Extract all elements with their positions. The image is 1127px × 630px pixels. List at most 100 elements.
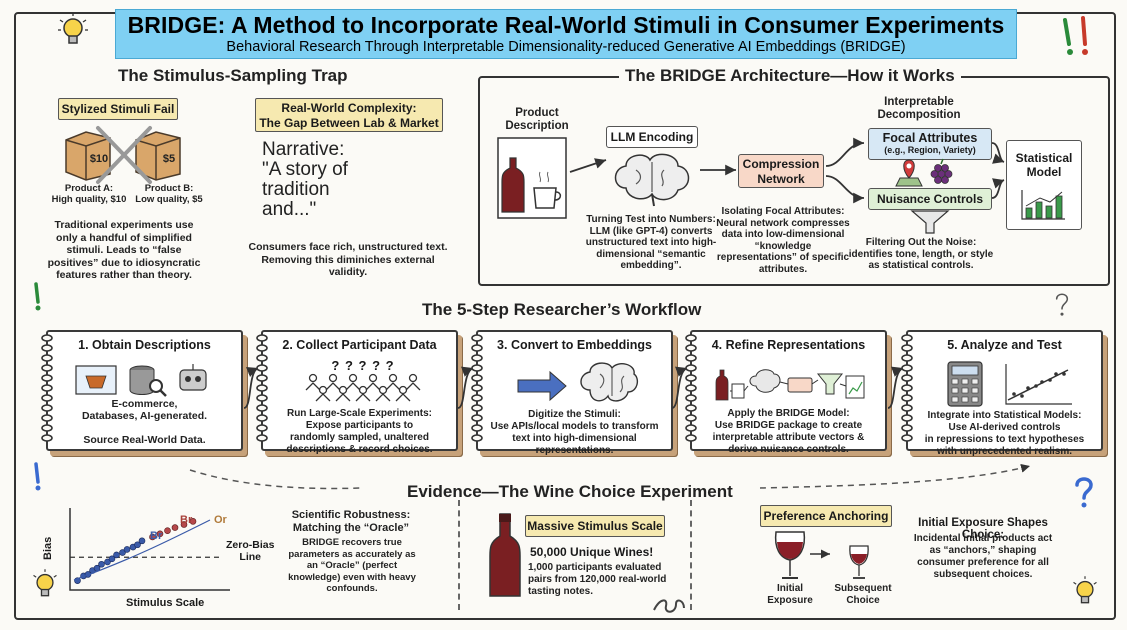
focal-label: Focal Attributes xyxy=(882,131,978,145)
binding-ring xyxy=(685,384,697,392)
evidence-title: Evidence—The Wine Choice Experiment xyxy=(407,482,733,501)
binding-ring xyxy=(41,364,53,372)
statistical-model-node: Statistical Model xyxy=(1006,140,1082,230)
scatter-point-red xyxy=(189,518,197,525)
exclamation-icon xyxy=(34,282,41,311)
binding-ring xyxy=(901,374,913,382)
wine-bottle-icon xyxy=(489,513,521,597)
stylized-caption: Traditional experiments use only a handf… xyxy=(47,219,201,281)
complexity-caption: Consumers face rich, unstructured text. … xyxy=(248,241,448,278)
binding-ring xyxy=(685,414,697,422)
scatter-point-blue xyxy=(98,560,105,568)
product-b-label: Product B: Low quality, $5 xyxy=(135,183,203,205)
product-description-label: Product Description xyxy=(505,107,569,132)
anchoring-title: Initial Exposure Shapes Choice: xyxy=(918,517,1048,541)
exclamation-icon xyxy=(1063,16,1088,55)
binding-ring xyxy=(471,334,483,342)
binding-ring xyxy=(41,394,53,402)
binding-ring xyxy=(685,364,697,372)
workflow-step-5: 5. Analyze and Test Integrate into Stati… xyxy=(906,330,1103,457)
binding-ring xyxy=(471,374,483,382)
database-icons xyxy=(75,364,207,397)
binding-ring xyxy=(901,434,913,442)
binding-ring xyxy=(256,374,268,382)
binding-ring xyxy=(256,434,268,442)
step-body: Apply the BRIDGE Model: Use BRIDGE packa… xyxy=(712,408,865,455)
page-subtitle: Behavioral Research Through Interpretabl… xyxy=(226,39,906,55)
focal-sub: (e.g., Region, Variety) xyxy=(884,145,976,155)
divider xyxy=(458,500,460,610)
binding-ring xyxy=(256,364,268,372)
scatter-point-blue xyxy=(119,549,126,556)
scatter-point-blue xyxy=(134,541,141,549)
binding-ring xyxy=(256,424,268,432)
binding-ring xyxy=(256,334,268,342)
box-a-price: $10 xyxy=(89,153,109,165)
doodle-scribble xyxy=(653,599,685,613)
binding-ring xyxy=(471,384,483,392)
people-crowd-icon xyxy=(305,373,421,402)
binding-ring xyxy=(41,354,53,362)
nuisance-controls-node: Nuisance Controls xyxy=(868,188,992,210)
binding-ring xyxy=(41,424,53,432)
step-title: 2. Collect Participant Data xyxy=(282,338,437,352)
binding-ring xyxy=(685,354,697,362)
calculator-regression-icon xyxy=(947,361,1072,407)
binding-ring xyxy=(685,334,697,342)
binding-ring xyxy=(471,404,483,412)
wines-caption: 1,000 participants evaluated pairs from … xyxy=(528,562,667,597)
subsequent-choice-label: Subsequent Choice xyxy=(834,583,892,606)
narrative-text: Narrative: "A story of tradition and..." xyxy=(262,139,348,220)
title-banner: BRIDGE: A Method to Incorporate Real-Wor… xyxy=(115,9,1017,59)
scatter-point-blue xyxy=(108,555,116,563)
binding-ring xyxy=(471,364,483,372)
focal-attributes-node: Focal Attributes (e.g., Region, Variety) xyxy=(868,128,992,160)
question-icon xyxy=(1055,293,1069,316)
funnel-icon xyxy=(910,210,950,234)
lightbulb-icon xyxy=(33,569,57,597)
step-body: Digitize the Stimuli: Use APIs/local mod… xyxy=(490,409,659,456)
binding-ring xyxy=(685,434,697,442)
scatter-point-blue xyxy=(104,558,111,566)
step-body: Run Large-Scale Experiments: Expose part… xyxy=(286,408,433,455)
scatter-point-red xyxy=(149,533,156,541)
binding-ring xyxy=(256,344,268,352)
question-marks: ? ? ? ? ? xyxy=(331,358,395,373)
binding-ring xyxy=(256,414,268,422)
anchoring-caption: Incidental initial products act as “anch… xyxy=(913,533,1053,580)
robust-title: Scientific Robustness: Matching the “Ora… xyxy=(291,509,411,534)
step-body: E-commerce, Databases, AI-generated. Sou… xyxy=(81,398,208,446)
compression-caption: Isolating Focal Attributes: Neural netwo… xyxy=(716,206,850,275)
scatter-point-red xyxy=(156,530,164,538)
binding-ring xyxy=(471,354,483,362)
initial-exposure-label: Initial Exposure xyxy=(767,583,813,606)
binding-ring xyxy=(471,424,483,432)
nuisance-caption: Filtering Out the Noise: identifies tone… xyxy=(848,237,994,271)
binding-ring xyxy=(685,394,697,402)
compression-node: Compression Network xyxy=(738,154,824,188)
binding-ring xyxy=(471,414,483,422)
binding-ring xyxy=(901,424,913,432)
stylized-stimuli-tag: Stylized Stimuli Fail xyxy=(58,98,178,120)
wine-and-cup-icon xyxy=(497,137,567,219)
binding-ring xyxy=(901,404,913,412)
binding-ring xyxy=(685,424,697,432)
binding-ring xyxy=(41,414,53,422)
scatter-point-red xyxy=(171,524,179,531)
trap-title: The Stimulus-Sampling Trap xyxy=(118,66,348,85)
binding-ring xyxy=(901,354,913,362)
robust-caption: BRIDGE recovers true parameters as accur… xyxy=(288,537,416,594)
binding-ring xyxy=(901,364,913,372)
binding-ring xyxy=(901,414,913,422)
br-blue-label: Br xyxy=(150,530,163,542)
binding-ring xyxy=(41,344,53,352)
divider xyxy=(690,500,692,610)
pipeline-icons xyxy=(715,369,865,401)
binding-ring xyxy=(685,404,697,412)
step-title: 4. Refine Representations xyxy=(711,338,866,352)
box-b-price: $5 xyxy=(162,153,176,165)
arrow-to-brain-icon xyxy=(517,362,639,402)
binding-ring xyxy=(471,394,483,402)
binding-ring xyxy=(41,334,53,342)
